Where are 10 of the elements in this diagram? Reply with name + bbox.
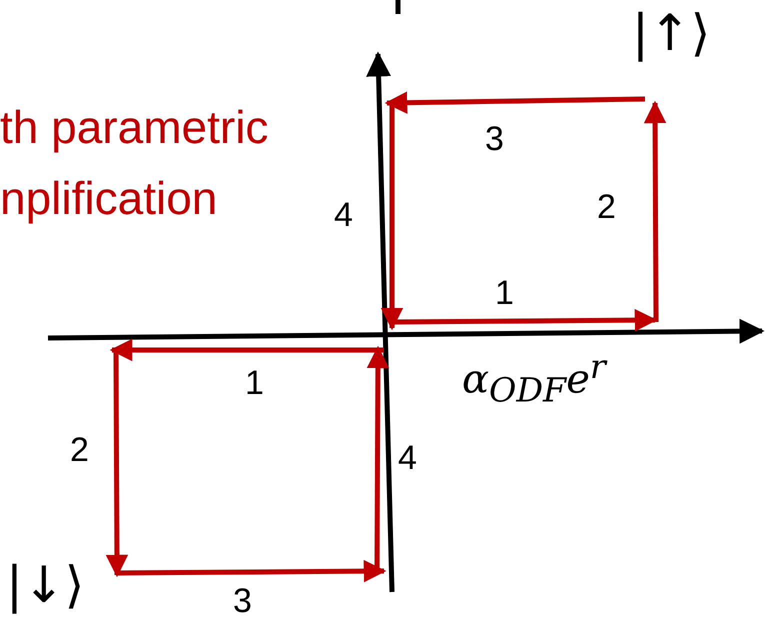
step-number: 2 — [597, 190, 616, 224]
step-number: 4 — [334, 198, 353, 232]
step-number: 1 — [495, 276, 514, 310]
step-number: 1 — [245, 366, 264, 400]
step-number: 4 — [398, 441, 417, 475]
step-number: 3 — [233, 584, 252, 618]
amplification-note: th parametric nplification — [0, 100, 270, 226]
step-number: 3 — [485, 122, 504, 156]
step-number: 2 — [70, 433, 89, 467]
axis-label: α$_{ODF}$e$^{r}$ — [462, 350, 606, 407]
